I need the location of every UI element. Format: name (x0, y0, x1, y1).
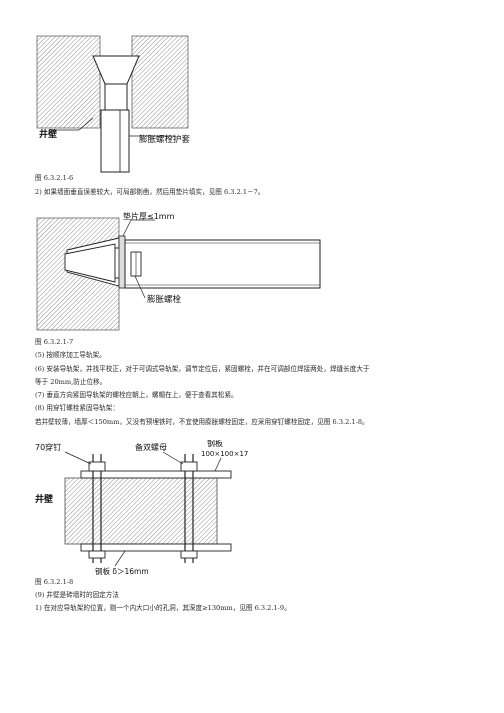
caption-fig-6: 图 6.3.2.1-6 (35, 174, 74, 182)
label-well: 井壁 (35, 493, 53, 505)
caption-fig-7: 图 6.3.2.1-7 (35, 338, 74, 346)
top-plate (80, 470, 232, 479)
label-top-plate-size: 100×100×17 (201, 450, 248, 458)
paragraph-2: 2) 如果墙面垂直误差较大，可局部剔凿，然后用垫片填实，见图 6.3.2.1－7… (35, 188, 265, 196)
label-bottom-plate: 钢板 δ＞16mm (95, 566, 149, 575)
label-double-nut: 备双螺母 (135, 442, 167, 452)
label-top-plate: 钢板 (207, 440, 223, 448)
label-sleeve: 膨胀螺栓护套 (139, 134, 191, 145)
list-item-5: (5) 按顺序加工导轨架。 (35, 351, 106, 359)
bolt-right (180, 454, 198, 563)
label-through-bolt: 70穿钉 (35, 442, 61, 452)
label-bolt: 膨胀螺栓 (147, 294, 182, 305)
list-item-8-detail: 若井壁较薄，墙厚＜150mm，又没有预埋铁时，不宜使用膨胀螺栓固定，应采用穿钉螺… (35, 418, 369, 426)
caption-fig-8: 图 6.3.2.1-8 (35, 578, 74, 586)
wall-right (131, 35, 189, 129)
bottom-plate (80, 543, 232, 552)
list-item-7: (7) 垂直方向紧固导轨架的螺栓应朝上，螺帽在上，便于查看其松紧。 (35, 391, 238, 399)
step-1: 1) 在对应导轨架的位置，剔一个内大口小的孔洞，其深度≥130mm，见图 6.3… (35, 604, 291, 612)
figure-expansion-bolt-sleeve: 井壁 膨胀螺栓护套 (36, 35, 191, 173)
bolt-left (88, 454, 106, 563)
list-item-9: (9) 井壁是砖墙时的固定方法 (35, 591, 119, 599)
wall (64, 477, 218, 545)
shim (118, 235, 126, 289)
figure-shim-bolt: 垫片厚≤1mm 膨胀螺栓 (36, 211, 321, 331)
label-shim: 垫片厚≤1mm (123, 211, 175, 221)
list-item-6-cont: 等于 20mm,防止位移。 (35, 378, 107, 386)
bolt-cone (64, 243, 116, 283)
list-item-6: (6) 安装导轨架，并找平校正，对于可调式导轨架，调节定位后，紧固螺栓，并在可调… (35, 365, 370, 373)
figure-through-bolt: 70穿钉 备双螺母 钢板 100×100×17 井壁 钢板 δ＞16mm (35, 440, 248, 575)
label-well: 井壁 (39, 128, 57, 140)
list-item-8: (8) 用穿钉螺栓紧固导轨架： (35, 404, 119, 412)
bolt-shank (100, 109, 130, 173)
rail-bracket (124, 239, 321, 289)
wall-left (36, 35, 101, 129)
